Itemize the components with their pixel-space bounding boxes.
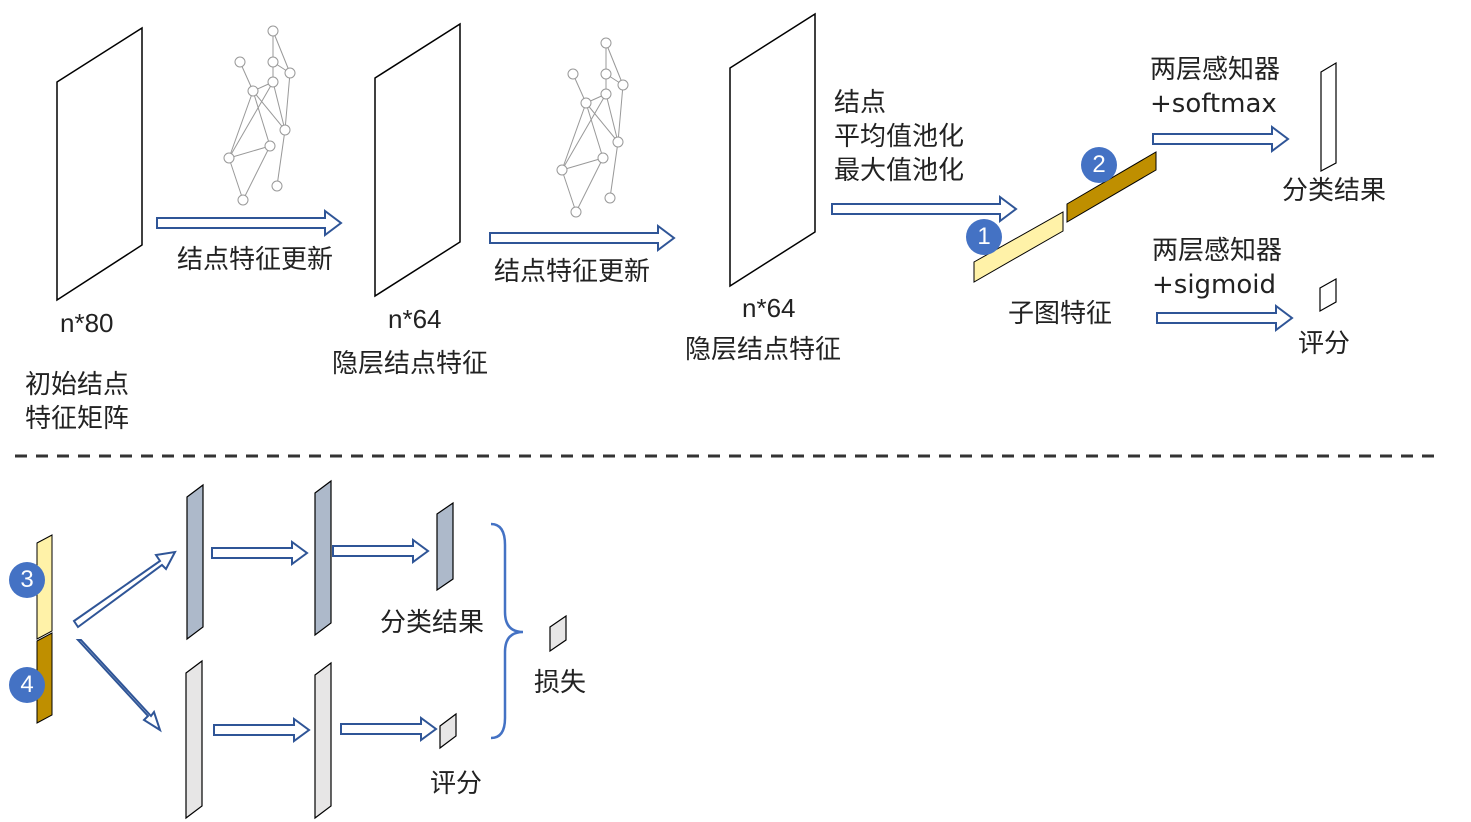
network-graph-icon [223, 25, 629, 218]
update-label-2: 结点特征更新 [494, 257, 651, 287]
update-label-1: 结点特征更新 [177, 245, 334, 275]
bottom-score-label: 评分 [430, 769, 483, 799]
class-layer-1 [186, 483, 204, 641]
mlp-softmax-label: 两层感知器 +softmax [1150, 55, 1281, 119]
score-layer-1 [185, 659, 203, 820]
badge-3: 3 [9, 562, 45, 598]
hidden1-dim-label: n*64 [388, 304, 442, 334]
subgraph-segment-2 [1066, 151, 1157, 223]
arrow-class-1 [211, 540, 309, 566]
score-layer-2 [314, 661, 332, 820]
arrow-sigmoid [1156, 304, 1294, 332]
arrow-pooling [831, 195, 1018, 223]
class-output [436, 501, 454, 592]
hidden-matrix-2 [729, 12, 816, 288]
arrows-top [156, 125, 1294, 332]
hidden2-label: 隐层结点特征 [685, 335, 842, 365]
arrow-score-2 [340, 716, 438, 742]
hidden-matrix-1 [374, 22, 461, 298]
badge-1: 1 [966, 219, 1002, 255]
badge-4: 4 [9, 667, 45, 703]
feature-segment-3 [36, 534, 53, 640]
arrow-up-diagonal [72, 550, 177, 629]
arrow-update-1 [156, 209, 343, 237]
input-matrix [56, 26, 143, 302]
score-label: 评分 [1298, 329, 1351, 359]
class-result-shape [1320, 61, 1337, 172]
arrow-class-2 [332, 538, 430, 564]
input-dim-label: n*80 [60, 308, 114, 338]
pooling-label: 结点 平均值池化 最大值池化 [834, 88, 965, 186]
combine-brace [490, 522, 524, 740]
subgraph-segment-1 [973, 211, 1064, 283]
arrow-update-2 [489, 224, 676, 252]
score-shape [1319, 277, 1337, 313]
class-layer-2 [314, 479, 332, 637]
badge-2: 2 [1081, 147, 1117, 183]
subgraph-feature-label: 子图特征 [1008, 299, 1113, 329]
input-matrix-label: 初始结点 特征矩阵 [25, 370, 130, 434]
score-output [439, 712, 457, 750]
loss-label: 损失 [534, 668, 587, 698]
mlp-sigmoid-label: 两层感知器 +sigmoid [1152, 236, 1283, 300]
bottom-class-result-label: 分类结果 [380, 608, 485, 638]
hidden1-label: 隐层结点特征 [332, 349, 489, 379]
loss-shape [549, 614, 567, 653]
hidden2-dim-label: n*64 [742, 293, 796, 323]
arrow-down-diagonal [75, 639, 162, 733]
class-result-label: 分类结果 [1282, 176, 1387, 206]
arrows-bottom [72, 538, 438, 743]
arrow-score-1 [213, 717, 311, 743]
arrow-softmax [1152, 125, 1290, 153]
